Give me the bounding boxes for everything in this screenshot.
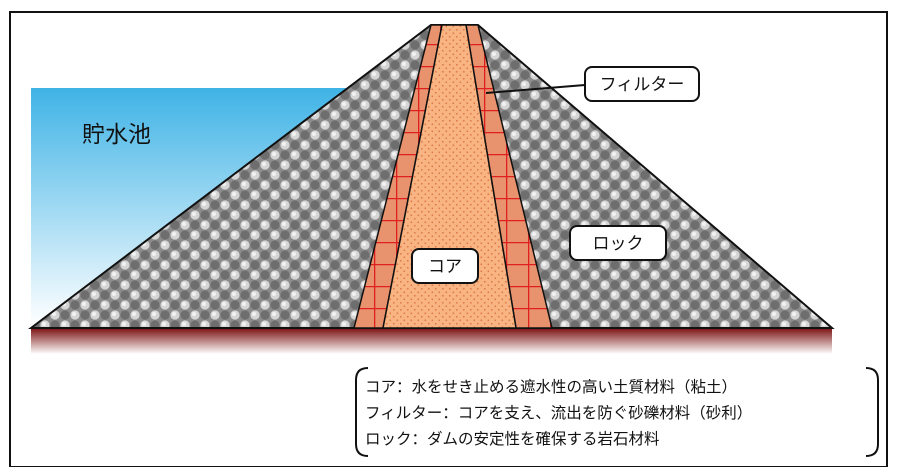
legend-bracket-left	[355, 367, 369, 457]
frame-border	[9, 11, 888, 467]
legend-rock: ロック：ダムの安定性を確保する岩石材料	[365, 430, 660, 448]
core-label: コア	[428, 257, 462, 277]
rock-label-box	[569, 225, 667, 261]
filter-leader-line	[485, 84, 586, 94]
reservoir-label: 貯水池	[82, 122, 151, 148]
legend-bracket-right	[865, 367, 879, 457]
filter-label-box	[584, 66, 700, 102]
rock-label: ロック	[593, 234, 644, 254]
legend-core: コア：水をせき止める遮水性の高い土質材料（粘土）	[365, 378, 737, 396]
core-label-box	[411, 248, 479, 284]
filter-label: フィルター	[600, 75, 685, 95]
legend-filter: フィルター：コアを支え、流出を防ぐ砂礫材料（砂利）	[365, 404, 752, 422]
foundation-ground	[31, 328, 832, 354]
